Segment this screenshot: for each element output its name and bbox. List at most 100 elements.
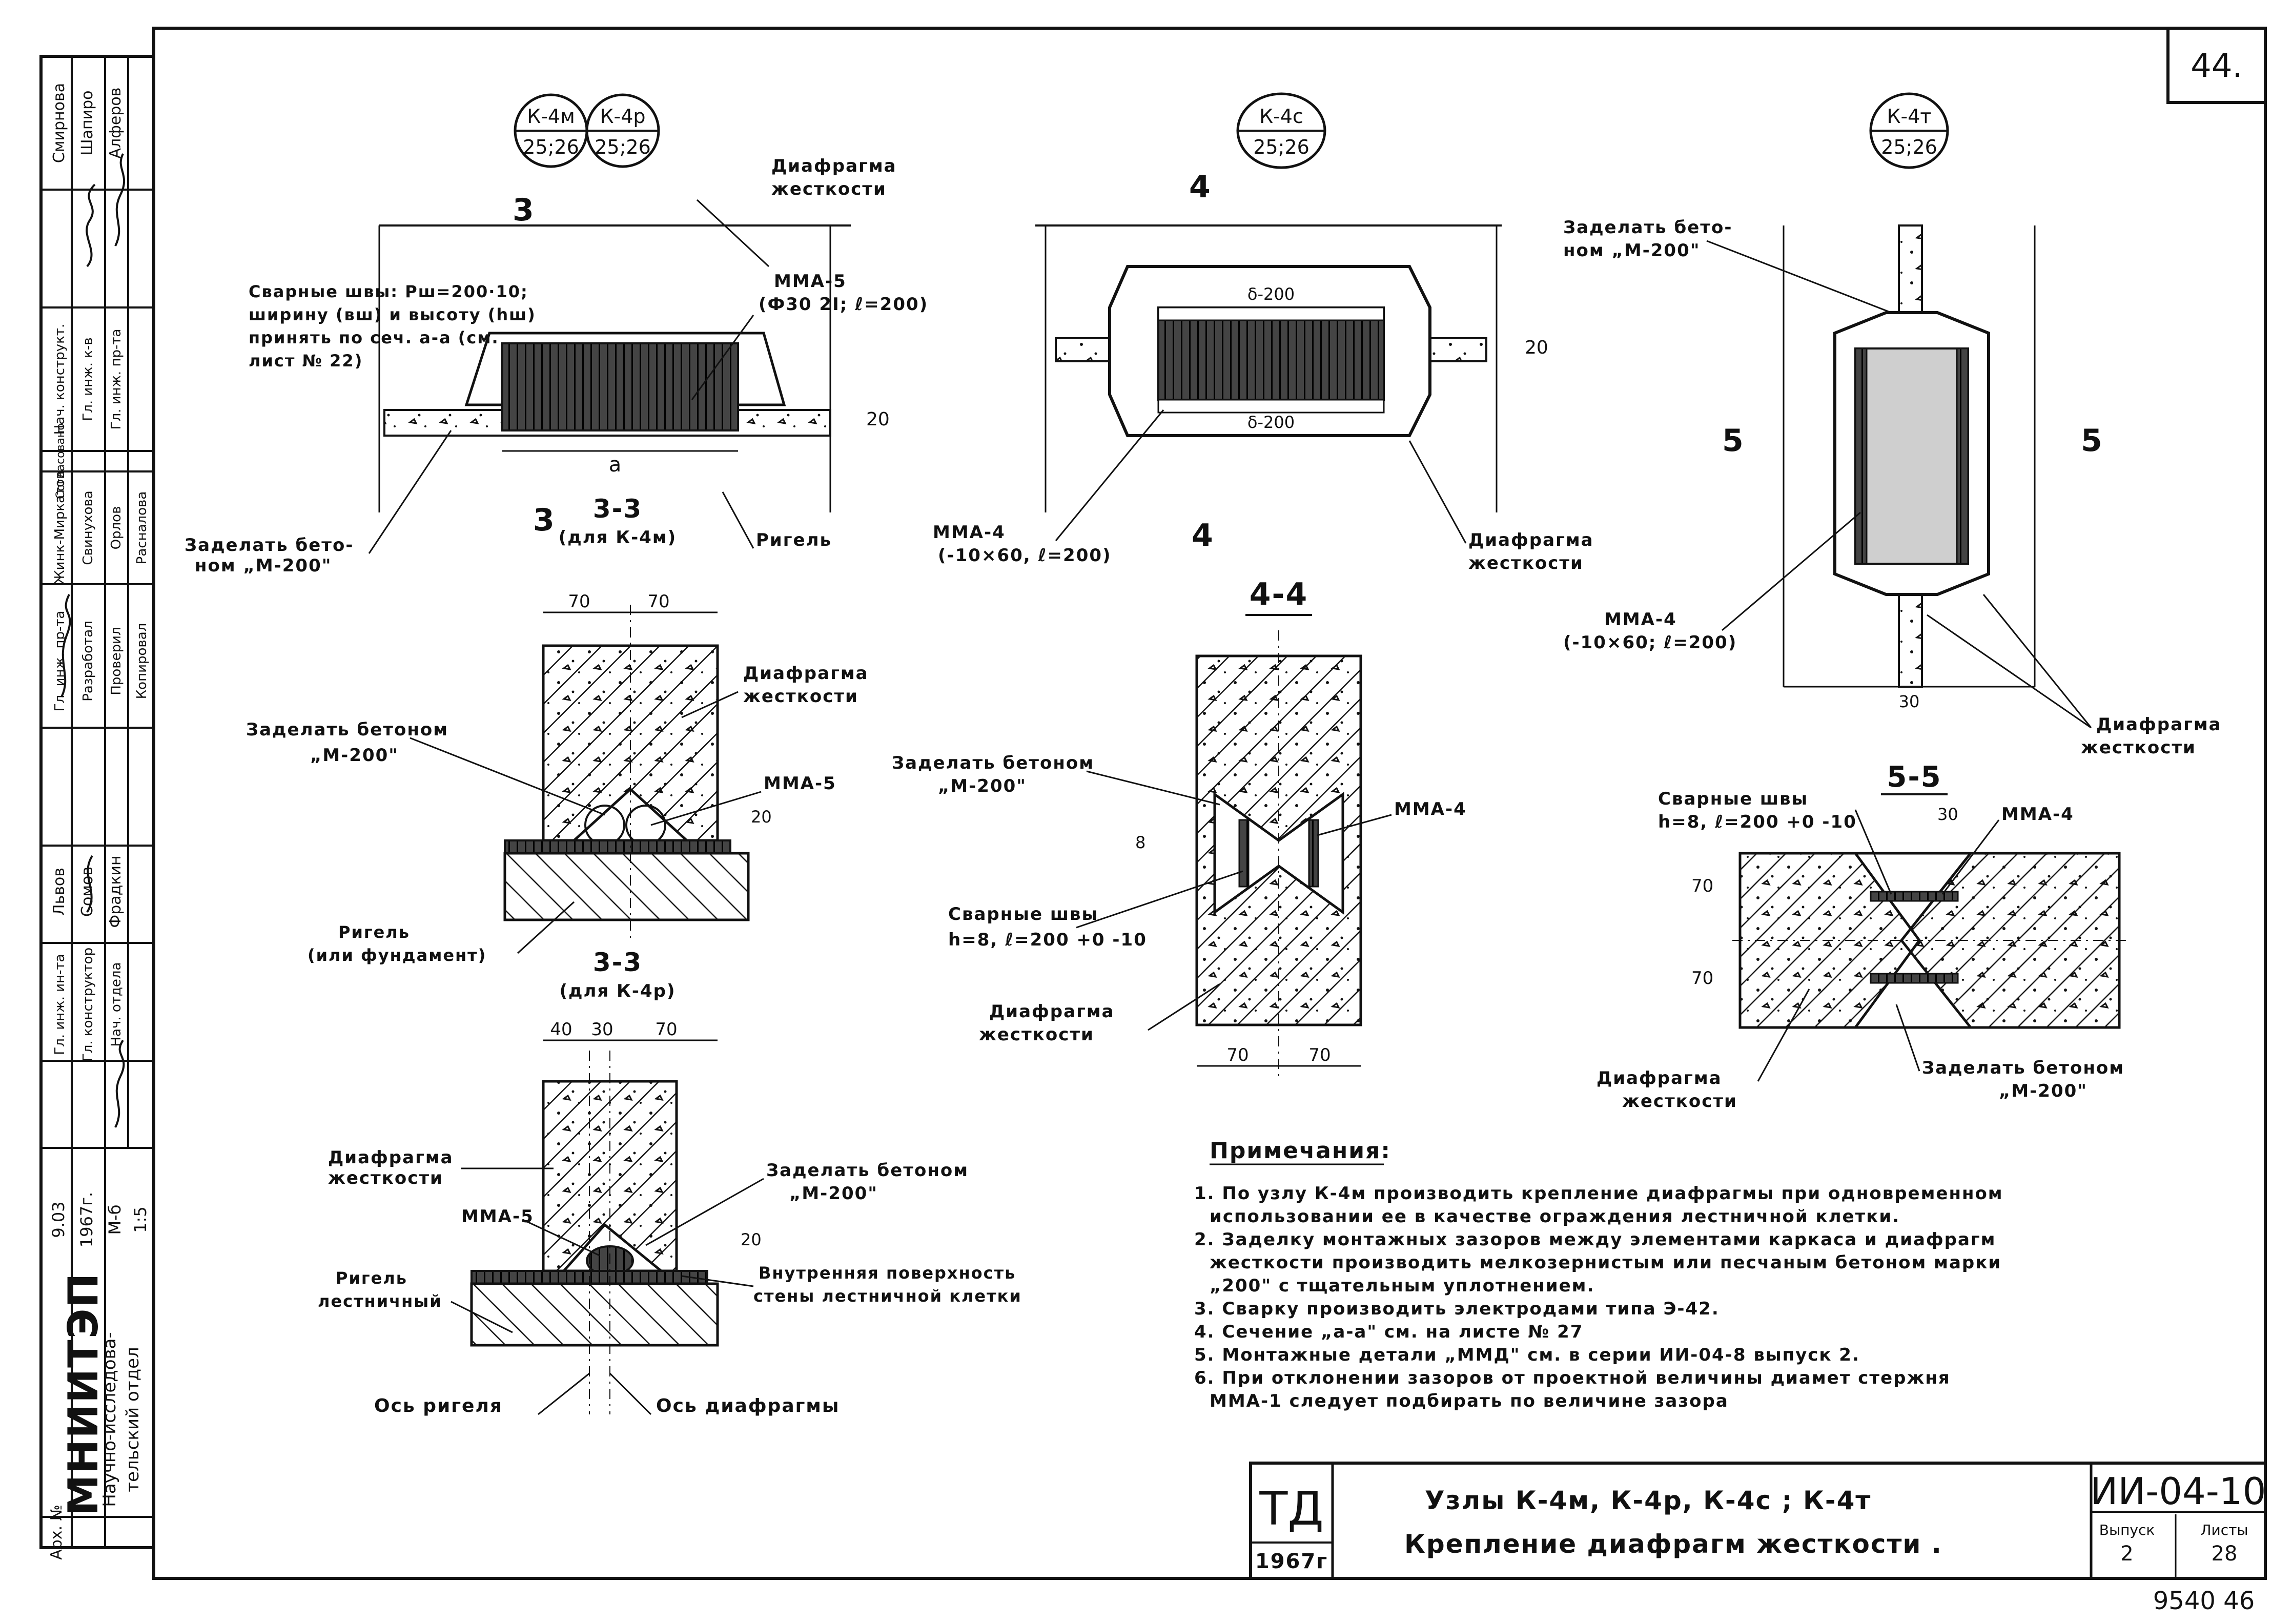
dim-70-lower: 70 (1691, 968, 1713, 989)
node-k4t-plan: К-4т 25;26 5 5 30 Заделать бето- ном „М-… (1563, 92, 2222, 758)
note-line: 3. Сварку производить электродами типа Э… (1194, 1299, 1720, 1319)
strip-name-10: Алферов (107, 88, 125, 159)
node-ref-k4m: 25;26 (523, 136, 579, 158)
diafragma-label: Диафрагма (771, 156, 897, 176)
fill-note-line-1: Заделать бето- (185, 535, 354, 556)
mma5-label: ММА-5 (764, 773, 836, 794)
section-5-5: 5-5 70 70 30 Сварные швы h=8, ℓ=200 +0 -… (1597, 760, 2127, 1112)
stair-rigel-label: Ригель (336, 1268, 407, 1288)
dim-30: 30 (591, 1019, 613, 1040)
section-title: 3-3 (593, 494, 642, 524)
m200-label: „М-200" (1999, 1081, 2088, 1101)
diafragma-label: Диафрагма (328, 1147, 454, 1168)
note-line: „200" с тщательным уплотнением. (1210, 1276, 1594, 1296)
rigel-label: Ригель (338, 922, 410, 942)
strip-role-5: Разработал (80, 621, 96, 702)
strip-role-2: Гл. конструктор (80, 948, 96, 1061)
note-line: 2. Заделку монтажных зазоров между элеме… (1194, 1229, 1996, 1250)
org-name: МНИИТЭП (59, 1272, 107, 1516)
vypusk-label: Выпуск (2099, 1522, 2155, 1538)
strip-role-1: Гл. инж. ин-та (52, 954, 68, 1055)
mma4-label: ММА-4 (1394, 799, 1467, 819)
strip-name-9: Шапиро (78, 91, 96, 156)
diafragma-label: Диафрагма (1597, 1068, 1722, 1088)
node-mark-k4m: К-4м (527, 105, 575, 128)
section-3-3-k4r: 3-3 (для К-4р) 40 30 70 Диафрагма жестко… (318, 948, 1021, 1416)
weld-note-line-3: принять по сеч. а-а (см. (249, 328, 499, 347)
section-title: 5-5 (1887, 760, 1941, 794)
strip-date-1: 9.03 (49, 1201, 68, 1238)
page-number-box (2166, 27, 2267, 104)
dim-20: 20 (751, 807, 772, 827)
zhestkosti-label: жесткости (771, 179, 887, 199)
year: 1967г (1255, 1550, 1328, 1573)
dim-20: 20 (741, 1230, 762, 1249)
weld-note-line-1: Сварные швы: Рш=200·10; (249, 282, 528, 301)
signature (60, 594, 71, 697)
fill-concrete-label: Заделать бетоном (892, 753, 1094, 773)
strip-name-5: Свинухова (80, 490, 96, 565)
weld-spec: h=8, ℓ=200 +0 -10 (1658, 812, 1857, 832)
list-number: 28 (2212, 1542, 2238, 1566)
fill-concrete-label: Заделать бетоном (246, 720, 448, 740)
section-mark-5-right: 5 (2081, 423, 2103, 459)
rigel-axis-label: Ось ригеля (374, 1395, 503, 1416)
dept-line-2: тельский отдел (122, 1347, 143, 1492)
mma5-spec: (Ф30 2I; ℓ=200) (759, 294, 928, 315)
dim-20: 20 (1525, 337, 1548, 358)
diafragma-label: Диафрагма (743, 663, 869, 684)
fill-concrete-label: Заделать бетоном (1922, 1058, 2124, 1078)
dim-20: 20 (866, 409, 890, 430)
title-line-1: Узлы К-4м, К-4р, К-4с ; К-4т (1425, 1486, 1871, 1515)
mma4-spec: (-10×60, ℓ=200) (938, 545, 1112, 566)
series-code: ИИ-04-10 (2091, 1470, 2266, 1513)
dept-line-1: Научно-исследова- (99, 1332, 120, 1507)
strip-name-7: Расналова (134, 491, 150, 565)
node-mark-k4t: К-4т (1887, 105, 1931, 128)
section-title: 4-4 (1250, 577, 1308, 612)
dim-8: 8 (1135, 833, 1145, 852)
dim-30: 30 (1937, 805, 1958, 824)
diafragma-label: Диафрагма (2096, 714, 2222, 735)
strip-role-10: Гл. инж. пр-та (109, 329, 124, 430)
strip-role-8: Нач. конструкт. (52, 324, 68, 435)
strip-scale-1: М-б (105, 1205, 125, 1235)
m200-label: „М-200" (310, 745, 399, 766)
diafragma-label: Диафрагма (1468, 530, 1594, 550)
mma4-label: ММА-4 (933, 522, 1006, 543)
signature (114, 1039, 125, 1128)
weld-note-line-4: лист № 22) (249, 351, 363, 371)
strip-name-6: Орлов (109, 506, 124, 550)
strip-scale-2: 1:5 (131, 1206, 150, 1233)
left-title-strip: МНИИТЭП Научно-исследова- тельский отдел… (39, 55, 155, 1560)
mma4-label: ММА-4 (2001, 804, 2074, 825)
note-line: 5. Монтажные детали „ММД" см. в серии ИИ… (1194, 1345, 1860, 1365)
node-ref-k4s: 25;26 (1253, 136, 1309, 158)
section-mark-4: 4 (1189, 169, 1212, 205)
vypusk-number: 2 (2120, 1542, 2133, 1566)
section-mark-4-bottom: 4 (1192, 518, 1214, 553)
node-k4m-k4r-plan: К-4м 25;26 К-4р 25;26 а 3 20 Диафрагма ж… (185, 93, 928, 576)
dim-70-right: 70 (647, 591, 669, 612)
strip-name-8: Смирнова (50, 83, 68, 163)
mma5-plate (501, 342, 739, 431)
dim-200-top: δ-200 (1247, 284, 1295, 304)
mma5-label: ММА-5 (461, 1206, 534, 1227)
strip-role-6: Проверил (109, 627, 124, 695)
zhestkosti-label: жесткости (979, 1024, 1094, 1045)
node-mark-k4r: К-4р (600, 105, 646, 128)
notes-heading: Примечания: (1210, 1138, 1391, 1164)
zhestkosti-label: жесткости (743, 686, 858, 707)
zhestkosti-label: жесткости (1468, 553, 1584, 573)
dim-30: 30 (1899, 692, 1920, 711)
dim-70-left: 70 (568, 591, 590, 612)
dim-a: а (609, 453, 622, 477)
node-ref-k4t: 25;26 (1881, 136, 1937, 158)
inner-surface-label: Внутренняя поверхность (759, 1263, 1016, 1283)
signature (86, 183, 96, 268)
strip-agreed: Согласовано (54, 423, 67, 499)
section-4-4: 4-4 70 70 8 Заделать бетоном „М-200" ММА… (892, 577, 1467, 1081)
dim-200-bottom: δ-200 (1247, 413, 1295, 432)
